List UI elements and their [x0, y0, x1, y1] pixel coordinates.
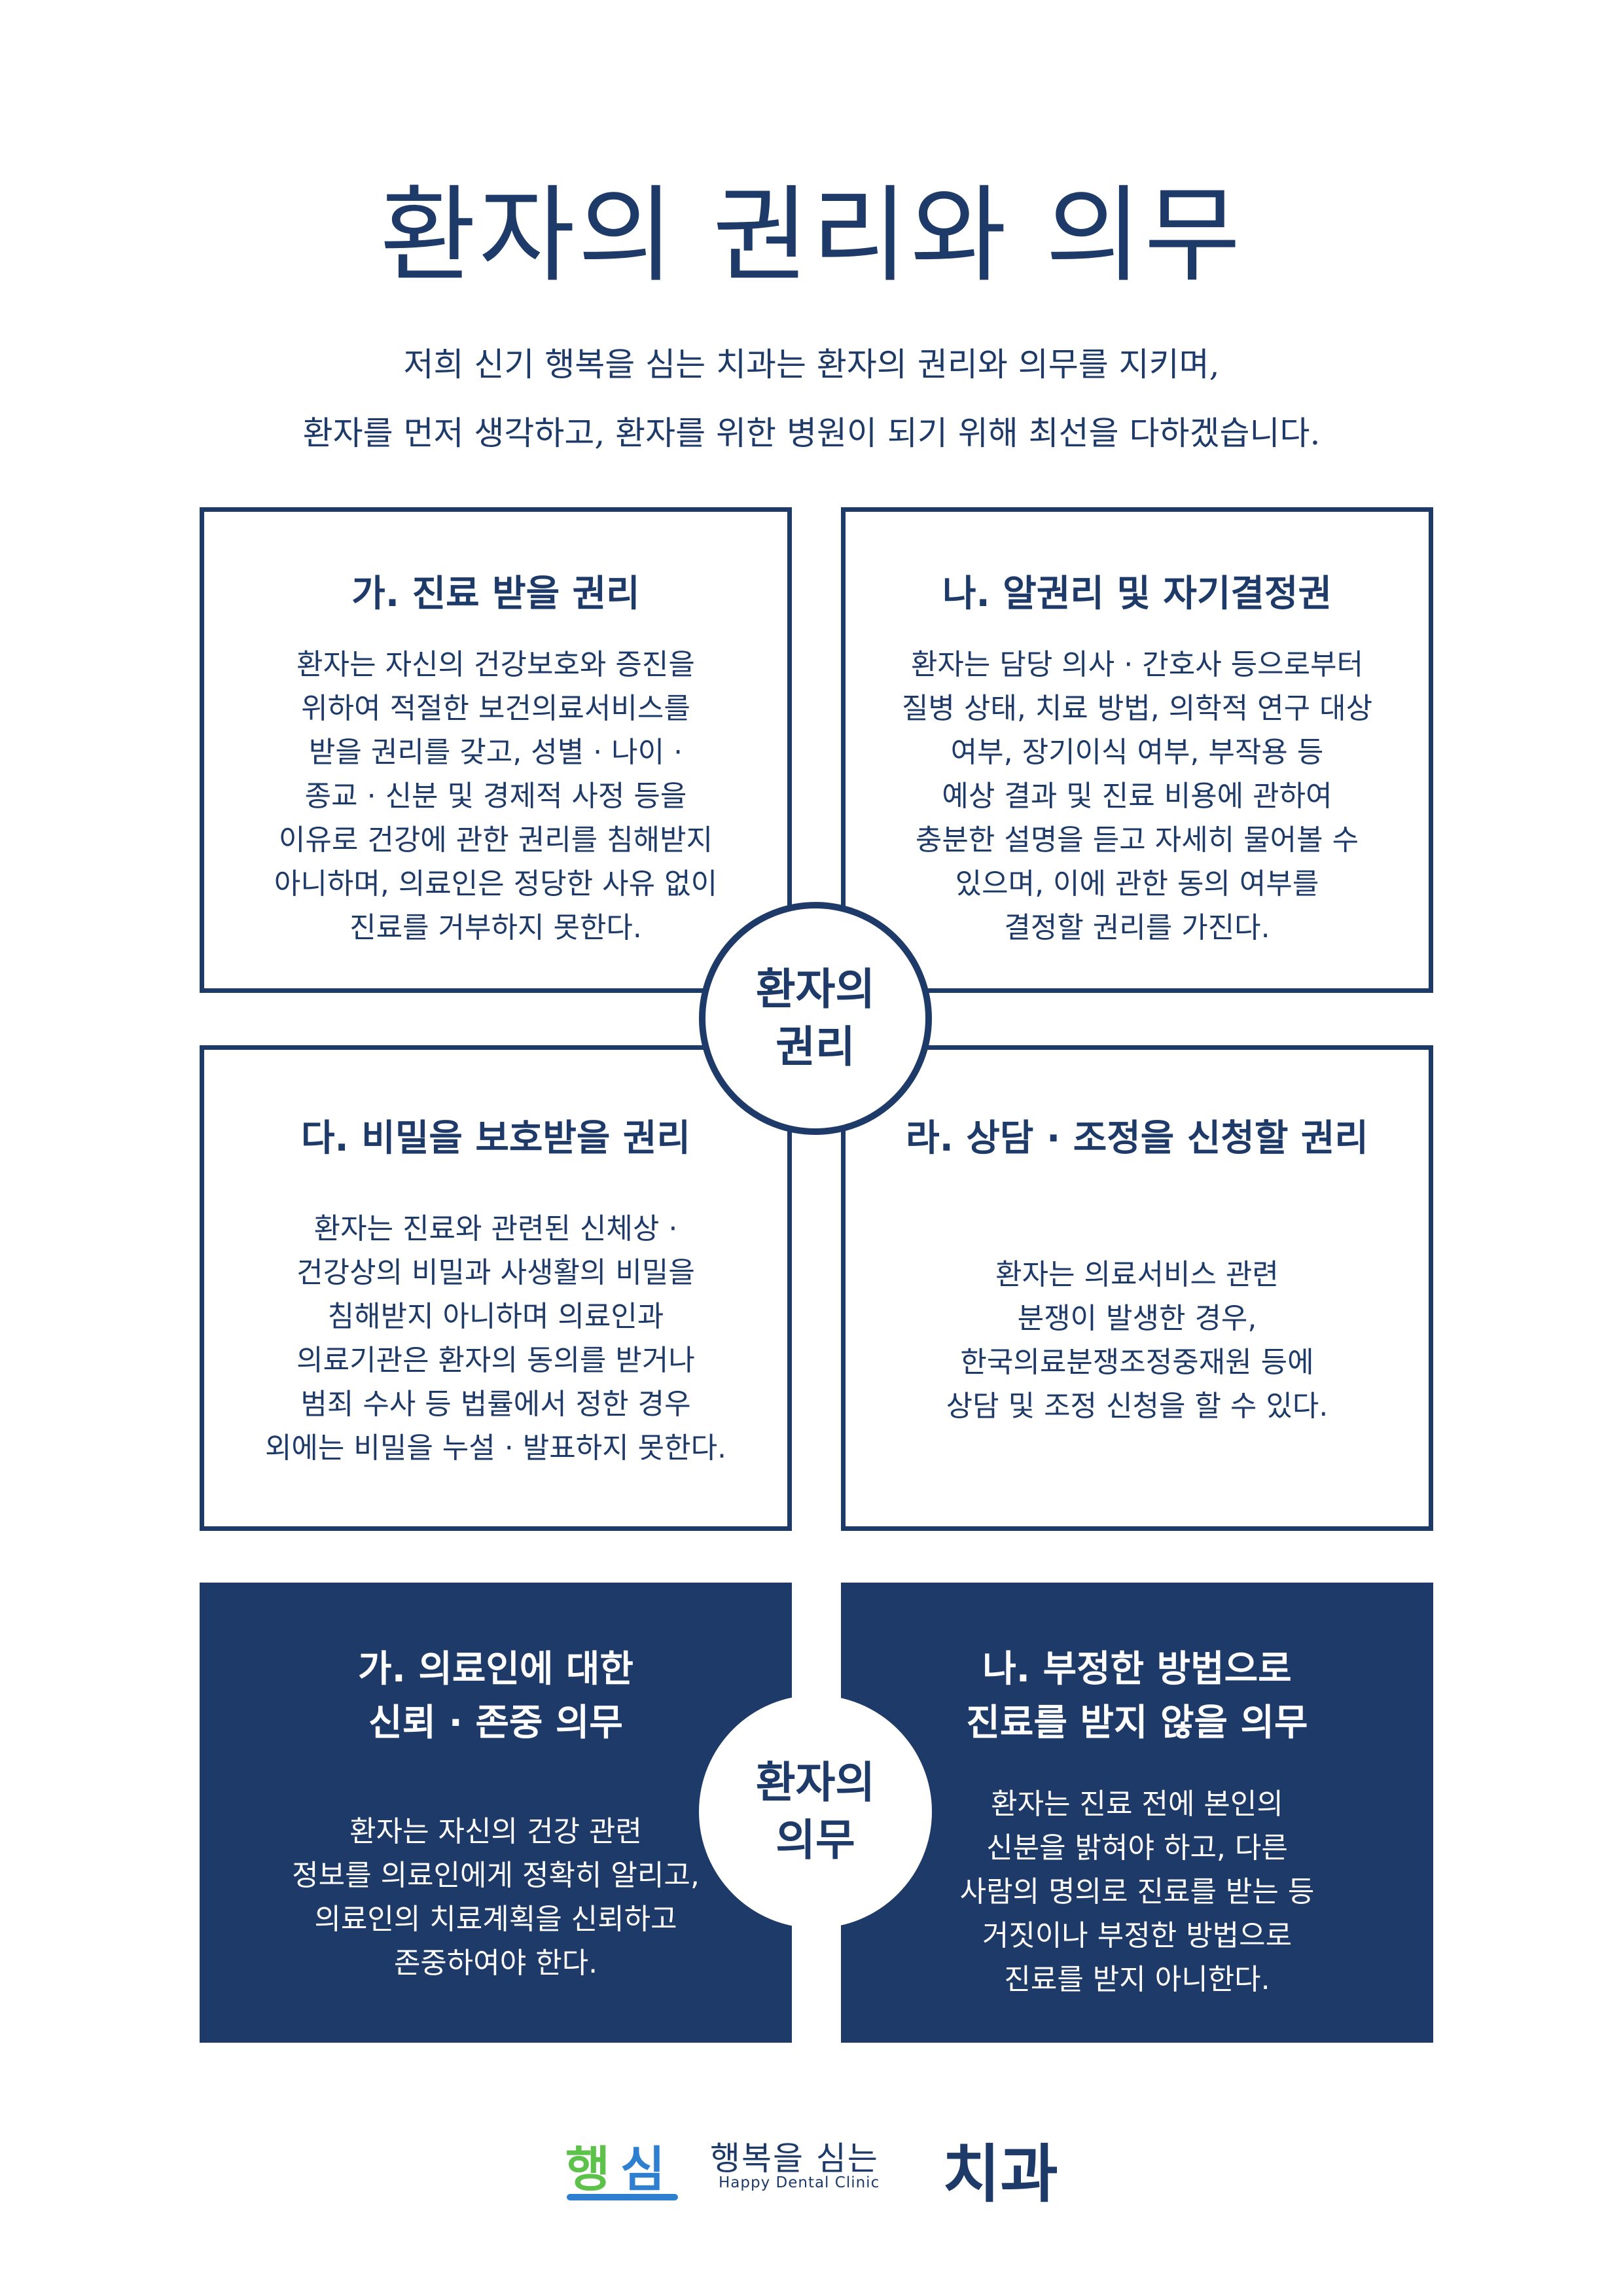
clinic-logo: 행 심 행복을 심는 Happy Dental Clinic 치과 [563, 2114, 1152, 2212]
box-text: 환자는 진료와 관련된 신체상 · 건강상의 비밀과 사생활의 비밀을 침해받지… [264, 1212, 727, 1465]
logo-subtitle: 행복을 심는 [710, 2140, 879, 2178]
intro-line: 환자를 먼저 생각하고, 환자를 위한 병원이 되기 위해 최선을 다하겠습니다… [302, 414, 1321, 452]
box-title: 다. 비밀을 보호받을 권리 [301, 1117, 690, 1160]
box-title: 가. 의료인에 대한 신뢰 · 존중 의무 [358, 1648, 633, 1744]
intro-text: 저희 신기 행복을 심는 치과는 환자의 권리와 의무를 지키며, 환자를 먼저… [0, 331, 1623, 468]
svg-text:행: 행 [565, 2142, 610, 2198]
rights-box-treatment: 가. 진료 받을 권리 환자는 자신의 건강보호와 증진을 위하여 적절한 보건… [200, 507, 792, 993]
rights-box-privacy: 다. 비밀을 보호받을 권리 환자는 진료와 관련된 신체상 · 건강상의 비밀… [200, 1045, 792, 1531]
box-title: 나. 알권리 및 자기결정권 [942, 573, 1332, 615]
duties-box-honesty: 나. 부정한 방법으로 진료를 받지 않을 의무 환자는 진료 전에 본인의 신… [841, 1583, 1433, 2043]
page-title: 환자의 권리와 의무 [380, 174, 1243, 296]
box-title: 라. 상담 · 조정을 신청할 권리 [906, 1117, 1368, 1160]
intro-line: 저희 신기 행복을 심는 치과는 환자의 권리와 의무를 지키며, [403, 346, 1220, 384]
rights-box-mediation: 라. 상담 · 조정을 신청할 권리 환자는 의료서비스 관련 분쟁이 발생한 … [841, 1045, 1433, 1531]
svg-text:심: 심 [620, 2142, 665, 2198]
logo-main-text: 치과 [942, 2138, 1058, 2211]
duties-center-badge: 환자의 의무 [699, 1695, 932, 1928]
box-text: 환자는 자신의 건강 관련 정보를 의료인에게 정확히 알리고, 의료인의 치료… [292, 1815, 700, 1980]
box-title: 가. 진료 받을 권리 [351, 573, 640, 615]
box-title: 나. 부정한 방법으로 진료를 받지 않을 의무 [966, 1648, 1308, 1744]
box-text: 환자는 자신의 건강보호와 증진을 위하여 적절한 보건의료서비스를 받을 권리… [274, 648, 718, 944]
rights-box-informed-consent: 나. 알권리 및 자기결정권 환자는 담당 의사 · 간호사 등으로부터 질병 … [841, 507, 1433, 993]
rights-center-badge: 환자의 권리 [699, 902, 932, 1135]
box-text: 환자는 담당 의사 · 간호사 등으로부터 질병 상태, 치료 방법, 의학적 … [901, 648, 1373, 944]
duties-box-trust: 가. 의료인에 대한 신뢰 · 존중 의무 환자는 자신의 건강 관련 정보를 … [200, 1583, 792, 2043]
logo-mark-icon: 행 심 [565, 2142, 678, 2200]
box-text: 환자는 의료서비스 관련 분쟁이 발생한 경우, 한국의료분쟁조정중재원 등에 … [946, 1258, 1329, 1423]
box-text: 환자는 진료 전에 본인의 신분을 밝혀야 하고, 다른 사람의 명의로 진료를… [959, 1787, 1315, 1996]
logo-english-name: Happy Dental Clinic [719, 2174, 880, 2191]
